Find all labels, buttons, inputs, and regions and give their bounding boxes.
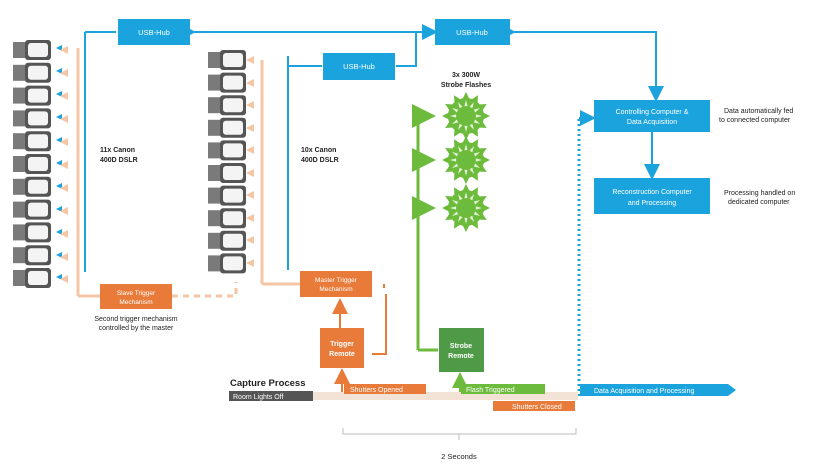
camera-right-3	[208, 95, 246, 116]
camera-column-right	[208, 50, 246, 274]
room-lights-label: Room Lights Off	[233, 394, 284, 401]
camera-right-2	[208, 72, 246, 93]
trigger-remote-line1: Trigger	[330, 341, 354, 348]
strobe-flash-1	[442, 92, 490, 140]
usb-hub-2: USB-Hub	[323, 53, 395, 80]
room-lights-bar: Room Lights Off	[229, 391, 313, 401]
duration-label: 2 Seconds	[441, 452, 477, 461]
usb-hub-3: USB-Hub	[435, 19, 510, 45]
left-trigger-ticks	[60, 46, 68, 283]
strobe-flash-2	[442, 136, 490, 184]
capture-process-title: Capture Process	[230, 378, 306, 389]
data-acquisition-label: Data Acquisition and Processing	[594, 388, 694, 395]
recon-note-line2: dedicated computer	[728, 199, 790, 206]
trigger-remote-box: Trigger Remote	[320, 328, 364, 368]
flash-triggered-label: Flash Triggered	[466, 387, 515, 394]
controlling-computer-line2: Data Acquisition	[627, 119, 677, 126]
slave-note-line2: controlled by the master	[99, 325, 174, 332]
usb-hub-1-label: USB-Hub	[138, 28, 170, 37]
camera-column-left	[13, 40, 51, 288]
strobe-flashes	[442, 92, 490, 232]
flash-label-line2: Strobe Flashes	[441, 82, 491, 89]
reconstruction-computer-line1: Reconstruction Computer	[612, 189, 692, 196]
flash-triggered-bar: Flash Triggered	[461, 384, 545, 394]
left-camera-label-line2: 400D DSLR	[100, 157, 138, 164]
camera-right-1	[208, 50, 246, 70]
strobe-wiring	[412, 104, 468, 398]
control-note-line2: to connected computer	[719, 117, 791, 124]
shutters-opened-bar: Shutters Opened	[344, 384, 426, 394]
right-trigger-ticks	[246, 56, 254, 267]
flash-label-line1: 3x 300W	[452, 72, 480, 79]
master-trigger-line2: Mechanism	[319, 286, 352, 293]
strobe-flash-3	[442, 184, 490, 232]
camera-left-4	[13, 108, 51, 129]
duration-bracket	[342, 428, 577, 440]
camera-right-7	[208, 185, 246, 206]
camera-left-8	[13, 199, 51, 220]
slave-note-line1: Second trigger mechanism	[94, 316, 177, 323]
trigger-wiring	[76, 48, 300, 298]
control-note-line1: Data automatically fed	[724, 108, 793, 115]
strobe-remote-line2: Remote	[448, 353, 474, 360]
camera-left-5	[13, 131, 51, 152]
right-camera-label-line2: 400D DSLR	[301, 157, 339, 164]
camera-left-3	[13, 85, 51, 106]
controlling-computer-line1: Controlling Computer &	[616, 109, 689, 116]
left-usb-ticks	[56, 45, 62, 280]
shutters-opened-label: Shutters Opened	[350, 387, 403, 394]
camera-right-5	[208, 140, 246, 161]
usb-hub-2-label: USB-Hub	[343, 62, 375, 71]
master-trigger-line1: Master Trigger	[315, 277, 358, 284]
slave-trigger-line2: Mechanism	[119, 299, 152, 306]
camera-right-4	[208, 117, 246, 138]
camera-left-9	[13, 222, 51, 243]
left-camera-label-line1: 11x Canon	[100, 147, 135, 154]
camera-right-6	[208, 163, 246, 183]
camera-left-7	[13, 176, 51, 197]
controlling-computer-box: Controlling Computer & Data Acquisition	[594, 100, 710, 132]
camera-right-8	[208, 208, 246, 229]
timeline-band	[312, 392, 578, 400]
recon-note-line1: Processing handled on	[724, 190, 795, 197]
usb-hub-1: USB-Hub	[118, 19, 190, 45]
camera-left-6	[13, 154, 51, 174]
strobe-remote-box: Strobe Remote	[439, 328, 484, 372]
camera-left-2	[13, 62, 51, 83]
slave-trigger-box: Slave Trigger Mechanism	[100, 284, 172, 309]
camera-left-10	[13, 245, 51, 266]
shutters-closed-label: Shutters Closed	[512, 404, 562, 411]
reconstruction-computer-line2: and Processing	[628, 200, 676, 207]
shutters-closed-bar: Shutters Closed	[493, 401, 575, 411]
strobe-remote-line1: Strobe	[450, 343, 472, 350]
data-acquisition-arrow: Data Acquisition and Processing	[580, 384, 736, 396]
usb-wiring	[84, 24, 664, 396]
master-trigger-box: Master Trigger Mechanism	[300, 271, 372, 297]
camera-left-11	[13, 268, 51, 288]
camera-right-10	[208, 253, 246, 274]
usb-hub-3-label: USB-Hub	[456, 28, 488, 37]
trigger-remote-line2: Remote	[329, 351, 355, 358]
slave-trigger-line1: Slave Trigger	[117, 290, 156, 297]
camera-right-9	[208, 230, 246, 251]
reconstruction-computer-box: Reconstruction Computer and Processing	[594, 178, 710, 214]
right-camera-label-line1: 10x Canon	[301, 147, 336, 154]
camera-left-1	[13, 40, 51, 60]
